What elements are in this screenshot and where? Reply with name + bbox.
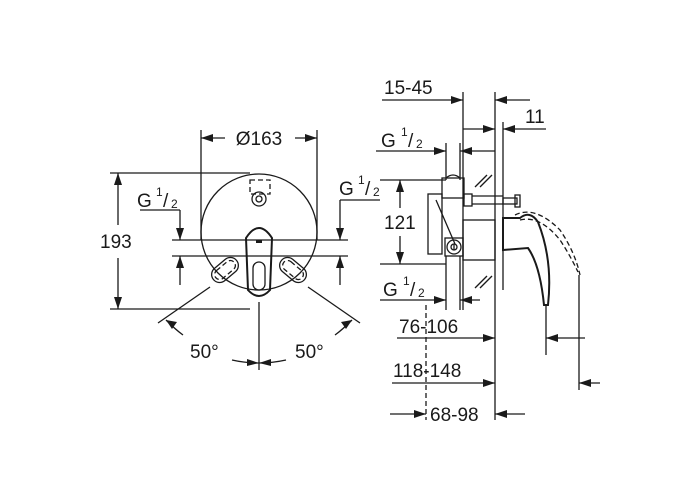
lever-handle — [244, 227, 274, 297]
right-angle-label: 50° — [295, 342, 324, 363]
dim-68-98-label: 68-98 — [430, 405, 479, 426]
plate-label: 11 — [525, 107, 545, 128]
svg-text:2: 2 — [171, 197, 178, 211]
svg-text:/: / — [365, 179, 371, 200]
svg-text:/: / — [410, 280, 416, 301]
left-connection-label: G 1 / 2 — [137, 185, 178, 212]
svg-text:1: 1 — [358, 173, 365, 187]
svg-text:2: 2 — [373, 185, 380, 199]
svg-text:2: 2 — [416, 137, 423, 151]
svg-text:1: 1 — [156, 185, 163, 199]
height-label: 193 — [100, 232, 132, 253]
left-angle-label: 50° — [190, 342, 219, 363]
valve-body — [427, 174, 503, 261]
diameter-label: Ø163 — [236, 129, 282, 150]
svg-text:G: G — [381, 131, 396, 152]
side-height-label: 121 — [384, 213, 416, 234]
bottom-connection-label: G 1 / 2 — [383, 274, 425, 301]
svg-text:/: / — [408, 131, 414, 152]
side-view: 15-45 11 G 1 / 2 — [376, 78, 600, 426]
dim-76-106-label: 76-106 — [399, 317, 458, 338]
svg-text:/: / — [163, 191, 169, 212]
dim-118-148-label: 118-148 — [393, 361, 461, 382]
svg-text:2: 2 — [418, 286, 425, 300]
svg-text:G: G — [383, 280, 398, 301]
svg-text:1: 1 — [403, 274, 410, 288]
lever-handle-side — [502, 211, 581, 390]
top-depth-label: 15-45 — [384, 78, 433, 99]
svg-text:1: 1 — [401, 125, 408, 139]
front-view: Ø163 193 — [100, 129, 380, 370]
svg-text:G: G — [339, 179, 354, 200]
svg-text:G: G — [137, 191, 152, 212]
right-connection-label: G 1 / 2 — [339, 173, 380, 200]
wall-section-hatch — [474, 174, 493, 289]
top-connection-label: G 1 / 2 — [381, 125, 423, 152]
